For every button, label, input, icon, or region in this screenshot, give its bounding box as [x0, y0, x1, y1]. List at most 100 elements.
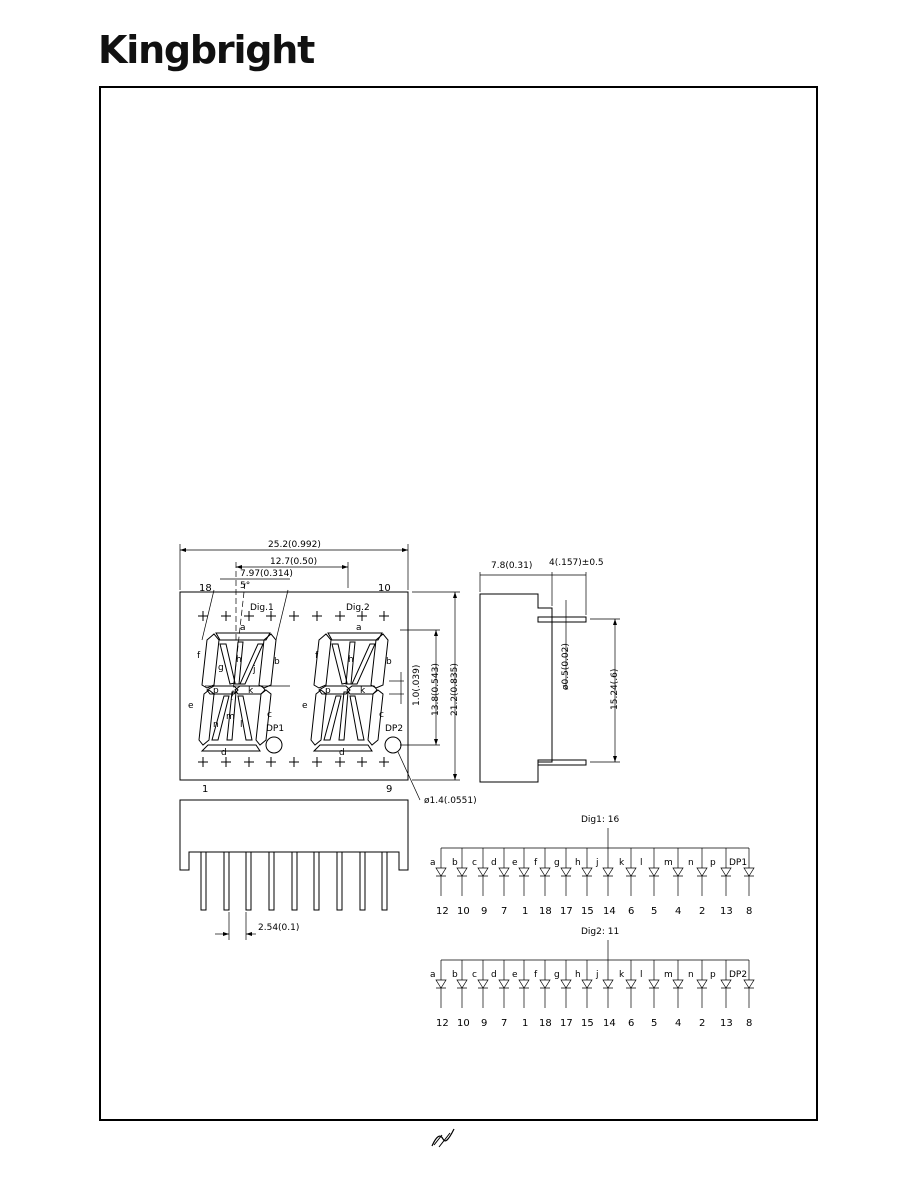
d1-seg-e: e: [512, 858, 518, 868]
d1-pin-11: 4: [675, 906, 681, 917]
d1-seg-n: n: [688, 858, 694, 868]
seg-d-label: d: [221, 748, 227, 758]
side-lead-bottom: [537, 759, 587, 766]
pin-10-label: 10: [378, 583, 391, 594]
digit-pitch-dimension: 12.7(0.50): [270, 557, 317, 567]
seg-f-label: f: [197, 651, 201, 661]
row-spacing-dimension: 15.24(.6): [610, 669, 620, 710]
d2-seg-h: h: [575, 970, 581, 980]
digit-1-label: Dig.1: [250, 603, 274, 613]
d2-pin-6: 17: [560, 1018, 573, 1029]
seg-j-label: j: [252, 665, 256, 675]
bottom-body-outline: [179, 799, 409, 871]
d1-seg-a: a: [430, 858, 436, 868]
d2-pin-1: 10: [457, 1018, 470, 1029]
pin-thickness-dimension: ø0.5(0.02): [561, 643, 571, 690]
d2-seg-b-label: b: [386, 657, 392, 667]
d2-pin-10: 5: [651, 1018, 657, 1029]
d1-pin-4: 1: [522, 906, 528, 917]
slant-dimension: 5°: [240, 581, 250, 591]
d2-seg-d-label: d: [339, 748, 345, 758]
d2-seg-p: p: [710, 970, 716, 980]
d2-seg-a: a: [430, 970, 436, 980]
common-dig2-label: Dig2: 11: [581, 927, 619, 937]
d2-pin-9: 6: [628, 1018, 634, 1029]
pin-length-dimension: 4(.157)±0.5: [549, 558, 604, 568]
dp1-label: DP1: [266, 724, 284, 734]
d2-seg-a-label: a: [356, 623, 362, 633]
side-body-outline: [479, 593, 553, 783]
d2-seg-h-label: h: [348, 655, 354, 665]
d2-seg-n: n: [688, 970, 694, 980]
d2-seg-p-label: p: [325, 686, 331, 696]
circuit-digit-2: Dig2: 11 a b c d e f g h j k l m n p DP2: [430, 927, 755, 1029]
d1-pin-9: 6: [628, 906, 634, 917]
pin-markers-bottom: [198, 757, 389, 767]
seg-h-label: h: [236, 655, 242, 665]
common-dig1-label: Dig1: 16: [581, 815, 619, 825]
circuit-digit-1: Dig1: 16 a b c d e f g h j k l m n p DP1: [430, 815, 755, 917]
pin-markers-top: [198, 611, 389, 621]
pin-leads: [200, 851, 388, 911]
d1-pin-1: 10: [457, 906, 470, 917]
d1-seg-f: f: [534, 858, 538, 868]
dp-diameter-dimension: ø1.4(.0551): [424, 796, 477, 806]
d1-pin-3: 7: [501, 906, 507, 917]
d1-pin-12: 2: [699, 906, 705, 917]
d1-pin-10: 5: [651, 906, 657, 917]
d2-seg-m: m: [664, 970, 673, 980]
side-view: 7.8(0.31) 4(.157)±0.5 ø0.5(0.02) 15.24(.…: [479, 558, 620, 783]
width-dimension: 25.2(0.992): [268, 540, 321, 550]
front-body-outline: [179, 591, 409, 781]
d2-seg-e-label: e: [302, 701, 308, 711]
d2-diodes: [435, 960, 755, 1008]
brand-logo: Kingbright: [98, 28, 315, 72]
d2-pin-2: 9: [481, 1018, 487, 1029]
pin-18-label: 18: [199, 583, 212, 594]
d2-pin-11: 4: [675, 1018, 681, 1029]
d2-pin-4: 1: [522, 1018, 528, 1029]
d1-pin-14: 8: [746, 906, 752, 917]
d1-seg-g: g: [554, 858, 560, 868]
d1-seg-b: b: [452, 858, 458, 868]
d2-seg-c-label: c: [379, 710, 384, 720]
signature-pen-icon: [431, 1128, 455, 1148]
d1-pin-5: 18: [539, 906, 552, 917]
seg-a-label: a: [240, 623, 246, 633]
d2-seg-k: k: [619, 970, 625, 980]
d1-seg-p: p: [710, 858, 716, 868]
d2-seg-j: j: [595, 970, 599, 980]
d2-seg-f-label: f: [315, 651, 319, 661]
body-height-dimension: 21.2(0.835): [450, 663, 460, 716]
d2-seg-b: b: [452, 970, 458, 980]
d1-seg-j: j: [595, 858, 599, 868]
d1-pin-8: 14: [603, 906, 616, 917]
d1-pin-6: 17: [560, 906, 573, 917]
d2-seg-d: d: [491, 970, 497, 980]
digit-2-segments: [310, 632, 389, 752]
d1-seg-h: h: [575, 858, 581, 868]
side-lead-top: [537, 616, 587, 623]
d1-pin-2: 9: [481, 906, 487, 917]
d2-seg-k-label: k: [360, 686, 366, 696]
pin-pitch-dimension: 2.54(0.1): [258, 923, 299, 933]
seg-b-label: b: [274, 657, 280, 667]
d2-seg-e: e: [512, 970, 518, 980]
d1-seg-k: k: [619, 858, 625, 868]
d2-pin-5: 18: [539, 1018, 552, 1029]
seg-k-label: k: [248, 686, 254, 696]
seg-m-label: m: [226, 712, 235, 722]
d2-pin-13: 13: [720, 1018, 733, 1029]
char-height-dimension: 13.8(0.543): [431, 663, 441, 716]
d2-pin-7: 15: [581, 1018, 594, 1029]
seg-n-label: n: [213, 720, 219, 730]
d1-seg-dp1: DP1: [729, 858, 747, 868]
d1-pin-13: 13: [720, 906, 733, 917]
d1-diodes: [435, 848, 755, 896]
bottom-view: 2.54(0.1): [179, 799, 409, 940]
d2-pin-3: 7: [501, 1018, 507, 1029]
d2-seg-c: c: [472, 970, 477, 980]
d2-pin-12: 2: [699, 1018, 705, 1029]
depth-dimension: 7.8(0.31): [491, 561, 532, 571]
